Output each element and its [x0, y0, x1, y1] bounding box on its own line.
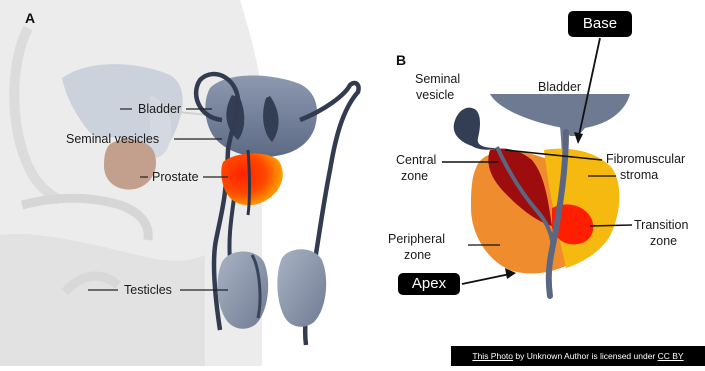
label-stroma-line2: stroma: [620, 168, 658, 182]
bladder-a: [205, 75, 317, 157]
attribution-banner: This Photo by Unknown Author is licensed…: [451, 346, 705, 366]
label-seminal-vesicle-line1: Seminal: [415, 72, 460, 86]
label-prostate: Prostate: [152, 170, 199, 184]
label-bladder-a: Bladder: [138, 102, 181, 116]
panel-b-letter: B: [396, 52, 406, 68]
prostate-a: [221, 153, 283, 205]
label-central-zone-line2: zone: [401, 169, 428, 183]
label-testicles: Testicles: [124, 283, 172, 297]
bladder-b: [490, 94, 630, 136]
leader-transition: [590, 225, 632, 226]
label-bladder-b: Bladder: [538, 80, 581, 94]
arrow-base-head: [574, 132, 583, 144]
photo-link[interactable]: This Photo: [472, 351, 513, 361]
urethra-a: [248, 150, 250, 215]
arrow-apex: [462, 274, 510, 284]
testicle-a-right: [277, 249, 326, 327]
label-transition-zone-line2: zone: [650, 234, 677, 248]
license-link[interactable]: CC BY: [658, 351, 684, 361]
panel-a-letter: A: [25, 10, 35, 26]
label-seminal-vesicles: Seminal vesicles: [66, 132, 159, 146]
label-peripheral-zone-line2: zone: [404, 248, 431, 262]
label-seminal-vesicle-line2: vesicle: [416, 88, 454, 102]
label-central-zone-line1: Central: [396, 153, 436, 167]
label-fibromuscular-line1: Fibromuscular: [606, 152, 685, 166]
label-peripheral-zone-line1: Peripheral: [388, 232, 445, 246]
seminal-vesicle-b: [454, 108, 497, 150]
callout-apex: Apex: [398, 273, 460, 295]
attribution-text: by Unknown Author is licensed under: [513, 351, 658, 361]
label-transition-zone-line1: Transition: [634, 218, 688, 232]
callout-base: Base: [568, 11, 632, 37]
